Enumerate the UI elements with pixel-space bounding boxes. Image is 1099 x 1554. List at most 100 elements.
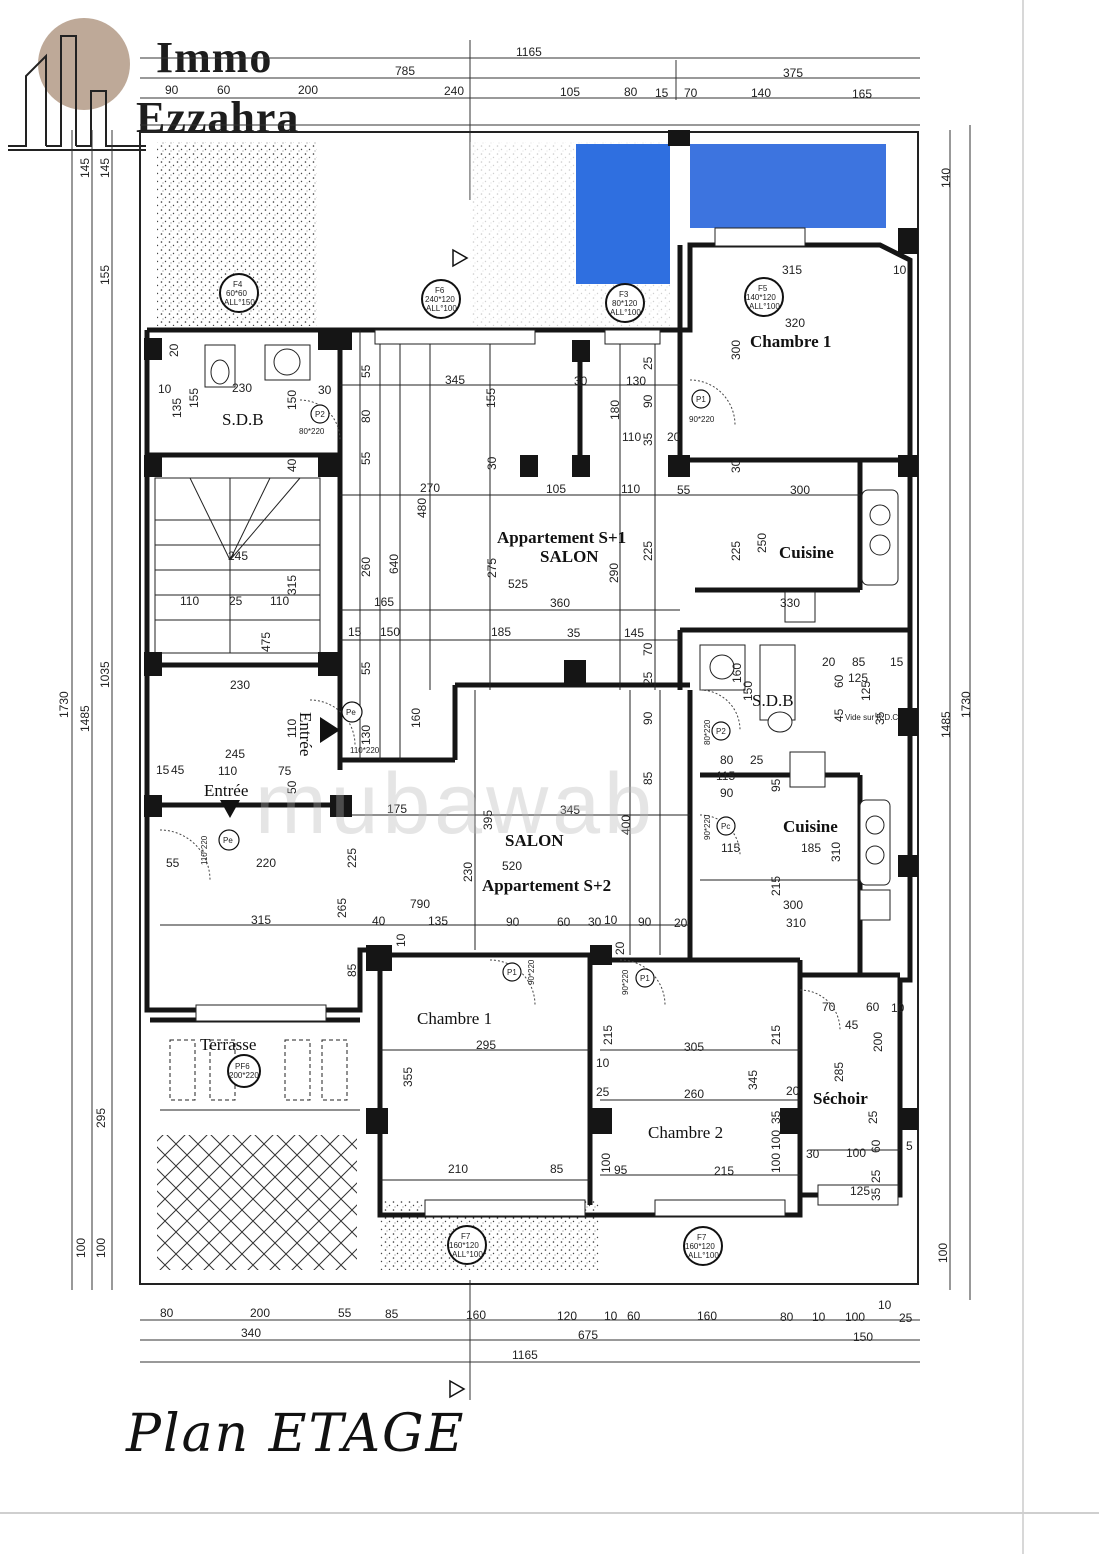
- svg-text:160: 160: [697, 1309, 717, 1323]
- inner-dimension-label: 215: [714, 1164, 734, 1178]
- inner-dimension-label: 85: [852, 655, 866, 669]
- inner-dimension-label: 20: [667, 430, 681, 444]
- inner-dimension-label: 10: [891, 1001, 905, 1015]
- svg-text:100: 100: [845, 1310, 865, 1324]
- inner-dimension-label: 475: [259, 632, 273, 652]
- walls: [144, 242, 913, 1218]
- inner-dimension-label: 160: [730, 663, 744, 683]
- room-label-vide: Vide sur R.D.C: [845, 713, 898, 722]
- room-label-entree: Entrée: [204, 781, 248, 800]
- svg-text:60: 60: [627, 1309, 641, 1323]
- svg-text:1485: 1485: [78, 705, 92, 732]
- svg-text:140: 140: [751, 86, 771, 100]
- inner-dimension-label: 10: [893, 263, 907, 277]
- inner-dimension-label: 270: [420, 481, 440, 495]
- svg-text:155: 155: [98, 265, 112, 285]
- door-p1-b-size: 90*220: [621, 969, 630, 995]
- inner-dimension-label: 35: [869, 1187, 883, 1201]
- inner-dimension-label: 180: [608, 400, 622, 420]
- inner-dimension-label: 110: [218, 764, 237, 778]
- inner-dimension-label: 55: [359, 451, 373, 465]
- svg-text:1165: 1165: [512, 1348, 538, 1362]
- tag-circle-f6: [421, 279, 461, 319]
- svg-text:90: 90: [165, 83, 179, 97]
- tag-f3-size: 80*120: [612, 299, 638, 308]
- inner-dimension-label: 60: [866, 1000, 880, 1014]
- inner-dimension-label: 110: [180, 594, 199, 608]
- inner-dimension-label: 25: [229, 594, 243, 608]
- svg-text:80: 80: [624, 85, 638, 99]
- inner-dimension-label: 125: [850, 1184, 870, 1198]
- inner-dimension-label: 95: [614, 1163, 628, 1177]
- inner-dimension-label: 115: [721, 841, 740, 855]
- svg-text:375: 375: [783, 66, 803, 80]
- inner-dimension-label: 25: [869, 1169, 883, 1183]
- door-pc-label: Pc: [721, 822, 730, 831]
- tag-f7b-all: ALL°100: [688, 1251, 719, 1260]
- svg-text:100: 100: [94, 1238, 108, 1258]
- tag-f5-all: ALL°100: [749, 302, 780, 311]
- tag-f7b-size: 160*120: [685, 1242, 715, 1251]
- inner-dimension-label: 30: [318, 383, 332, 397]
- svg-text:1035: 1035: [98, 661, 112, 688]
- inner-dimension-label: 110: [622, 430, 641, 444]
- columns: [144, 130, 918, 1134]
- window-frames: [169, 227, 899, 1217]
- inner-dimension-label: 35: [769, 1110, 783, 1124]
- inner-dimension-label: 165: [374, 595, 394, 609]
- inner-dimension-label: 45: [171, 763, 185, 777]
- room-label-chambre1-bot: Chambre 1: [417, 1009, 492, 1028]
- svg-text:240: 240: [444, 84, 464, 98]
- inner-dimension-label: 10: [596, 1056, 610, 1070]
- inner-dimension-label: 85: [345, 963, 359, 977]
- tag-circle-f7a: [447, 1225, 487, 1265]
- sheet-bottom-edge: [0, 1512, 1099, 1514]
- inner-dimension-label: 90: [720, 786, 734, 800]
- inner-dimension-label: 80: [359, 409, 373, 423]
- door-p2-top-size: 80*220: [299, 427, 325, 436]
- inner-dimension-label: 90: [506, 915, 520, 929]
- door-pc-size: 90*220: [703, 814, 712, 840]
- svg-text:675: 675: [578, 1328, 598, 1342]
- tag-f4-all: ALL°150: [224, 298, 255, 307]
- svg-text:150: 150: [853, 1330, 873, 1344]
- svg-text:200: 200: [250, 1306, 270, 1320]
- inner-dimension-label: 30: [588, 915, 602, 929]
- door-pe-top-size: 110*220: [350, 746, 380, 755]
- inner-dimension-label: 10: [158, 382, 172, 396]
- room-label-sechoir: Séchoir: [813, 1089, 868, 1108]
- room-label-appart-s2: Appartement S+2: [482, 876, 611, 895]
- room-label-sdb-mid: S.D.B: [752, 691, 794, 710]
- inner-dimension-label: 215: [769, 876, 783, 896]
- inner-dimension-label: 15: [348, 625, 362, 639]
- room-label-appart-s1: Appartement S+1: [497, 528, 626, 547]
- tag-f7a-size: 160*120: [449, 1241, 479, 1250]
- inner-dimension-label: 790: [410, 897, 430, 911]
- inner-dimension-label: 30: [729, 459, 743, 473]
- door-p2-mid-size: 80*220: [703, 719, 712, 745]
- svg-text:85: 85: [385, 1307, 399, 1321]
- tag-pf6-label: PF6: [235, 1062, 250, 1071]
- room-label-cuisine-mid: Cuisine: [783, 817, 838, 836]
- inner-dimension-label: 35: [873, 711, 887, 725]
- tag-f4-label: F4: [233, 280, 243, 289]
- logo-circle: [38, 18, 130, 110]
- inner-dimension-label: 100: [769, 1130, 783, 1150]
- inner-dimension-label: 290: [607, 563, 621, 583]
- inner-dimension-label: 360: [550, 596, 570, 610]
- room-label-chambre1-top: Chambre 1: [750, 332, 831, 351]
- inner-dimension-label: 25: [641, 671, 655, 685]
- inner-dimension-label: 25: [866, 1110, 880, 1124]
- inner-dimension-label: 60: [832, 674, 846, 688]
- svg-text:10: 10: [812, 1310, 826, 1324]
- inner-dimension-label: 185: [801, 841, 821, 855]
- svg-text:160: 160: [466, 1308, 486, 1322]
- inner-dimension-label: 355: [401, 1067, 415, 1087]
- inner-dimension-label: 295: [476, 1038, 496, 1052]
- svg-text:80: 80: [160, 1306, 174, 1320]
- inner-dimension-label: 175: [387, 802, 407, 816]
- inner-dimension-label: 230: [232, 381, 252, 395]
- tag-f5-size: 140*120: [746, 293, 776, 302]
- inner-dimension-label: 125: [848, 671, 868, 685]
